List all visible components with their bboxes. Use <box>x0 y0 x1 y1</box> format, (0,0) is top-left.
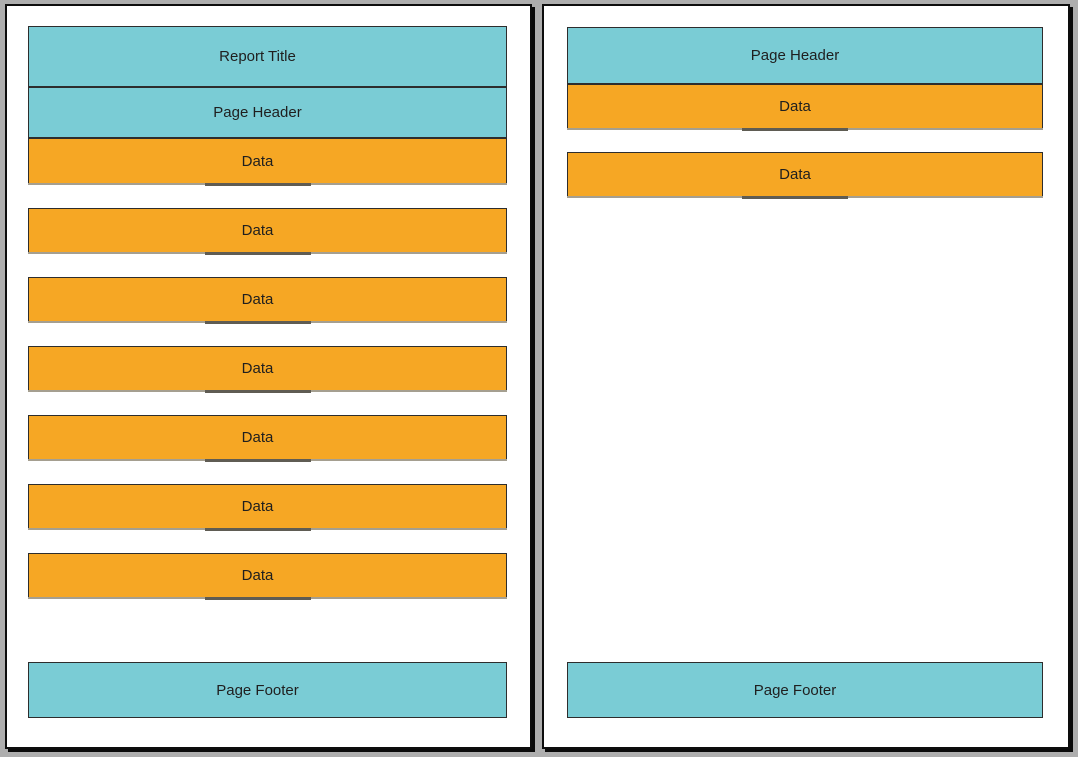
band-data-label: Data <box>241 222 274 239</box>
band-drag-handle[interactable] <box>204 321 311 324</box>
band-page-header-label: Page Header <box>750 47 840 64</box>
band-data-label: Data <box>241 291 274 308</box>
band-data-label: Data <box>779 98 811 115</box>
report-page-1: Report Title Page Header Data Data Data … <box>5 4 532 749</box>
band-data-label: Data <box>241 360 274 377</box>
band-drag-handle[interactable] <box>204 459 311 462</box>
band-page-footer[interactable]: Page Footer <box>28 662 507 718</box>
band-data-row[interactable]: Data <box>28 484 507 531</box>
band-drag-handle[interactable] <box>204 390 311 393</box>
band-data-row[interactable]: Data <box>28 277 507 324</box>
band-drag-handle[interactable] <box>204 528 311 531</box>
band-page-header[interactable]: Page Header <box>567 27 1043 84</box>
band-data-label: Data <box>779 166 811 183</box>
band-drag-handle[interactable] <box>204 252 311 255</box>
band-page-footer[interactable]: Page Footer <box>567 662 1043 718</box>
band-data-row[interactable]: Data <box>567 84 1043 131</box>
report-page-2: Page Header Data Data Page Footer <box>542 4 1070 749</box>
band-page-header[interactable]: Page Header <box>28 87 507 138</box>
band-report-title[interactable]: Report Title <box>28 26 507 87</box>
band-drag-handle[interactable] <box>204 183 311 186</box>
band-page-footer-label: Page Footer <box>216 681 299 699</box>
band-data-label: Data <box>241 429 274 446</box>
band-data-row[interactable]: Data <box>28 553 507 600</box>
band-report-title-label: Report Title <box>219 48 296 65</box>
band-data-label: Data <box>241 152 274 170</box>
band-drag-handle[interactable] <box>742 128 848 131</box>
band-drag-handle[interactable] <box>742 196 848 199</box>
band-page-header-label: Page Header <box>213 104 302 121</box>
band-data-label: Data <box>241 498 274 515</box>
band-data-row[interactable]: Data <box>28 415 507 462</box>
band-drag-handle[interactable] <box>204 597 311 600</box>
band-data-row[interactable]: Data <box>28 346 507 393</box>
band-data-row[interactable]: Data <box>28 138 507 186</box>
band-data-row[interactable]: Data <box>567 152 1043 199</box>
band-data-label: Data <box>241 567 274 584</box>
band-page-footer-label: Page Footer <box>753 681 837 699</box>
band-data-row[interactable]: Data <box>28 208 507 255</box>
